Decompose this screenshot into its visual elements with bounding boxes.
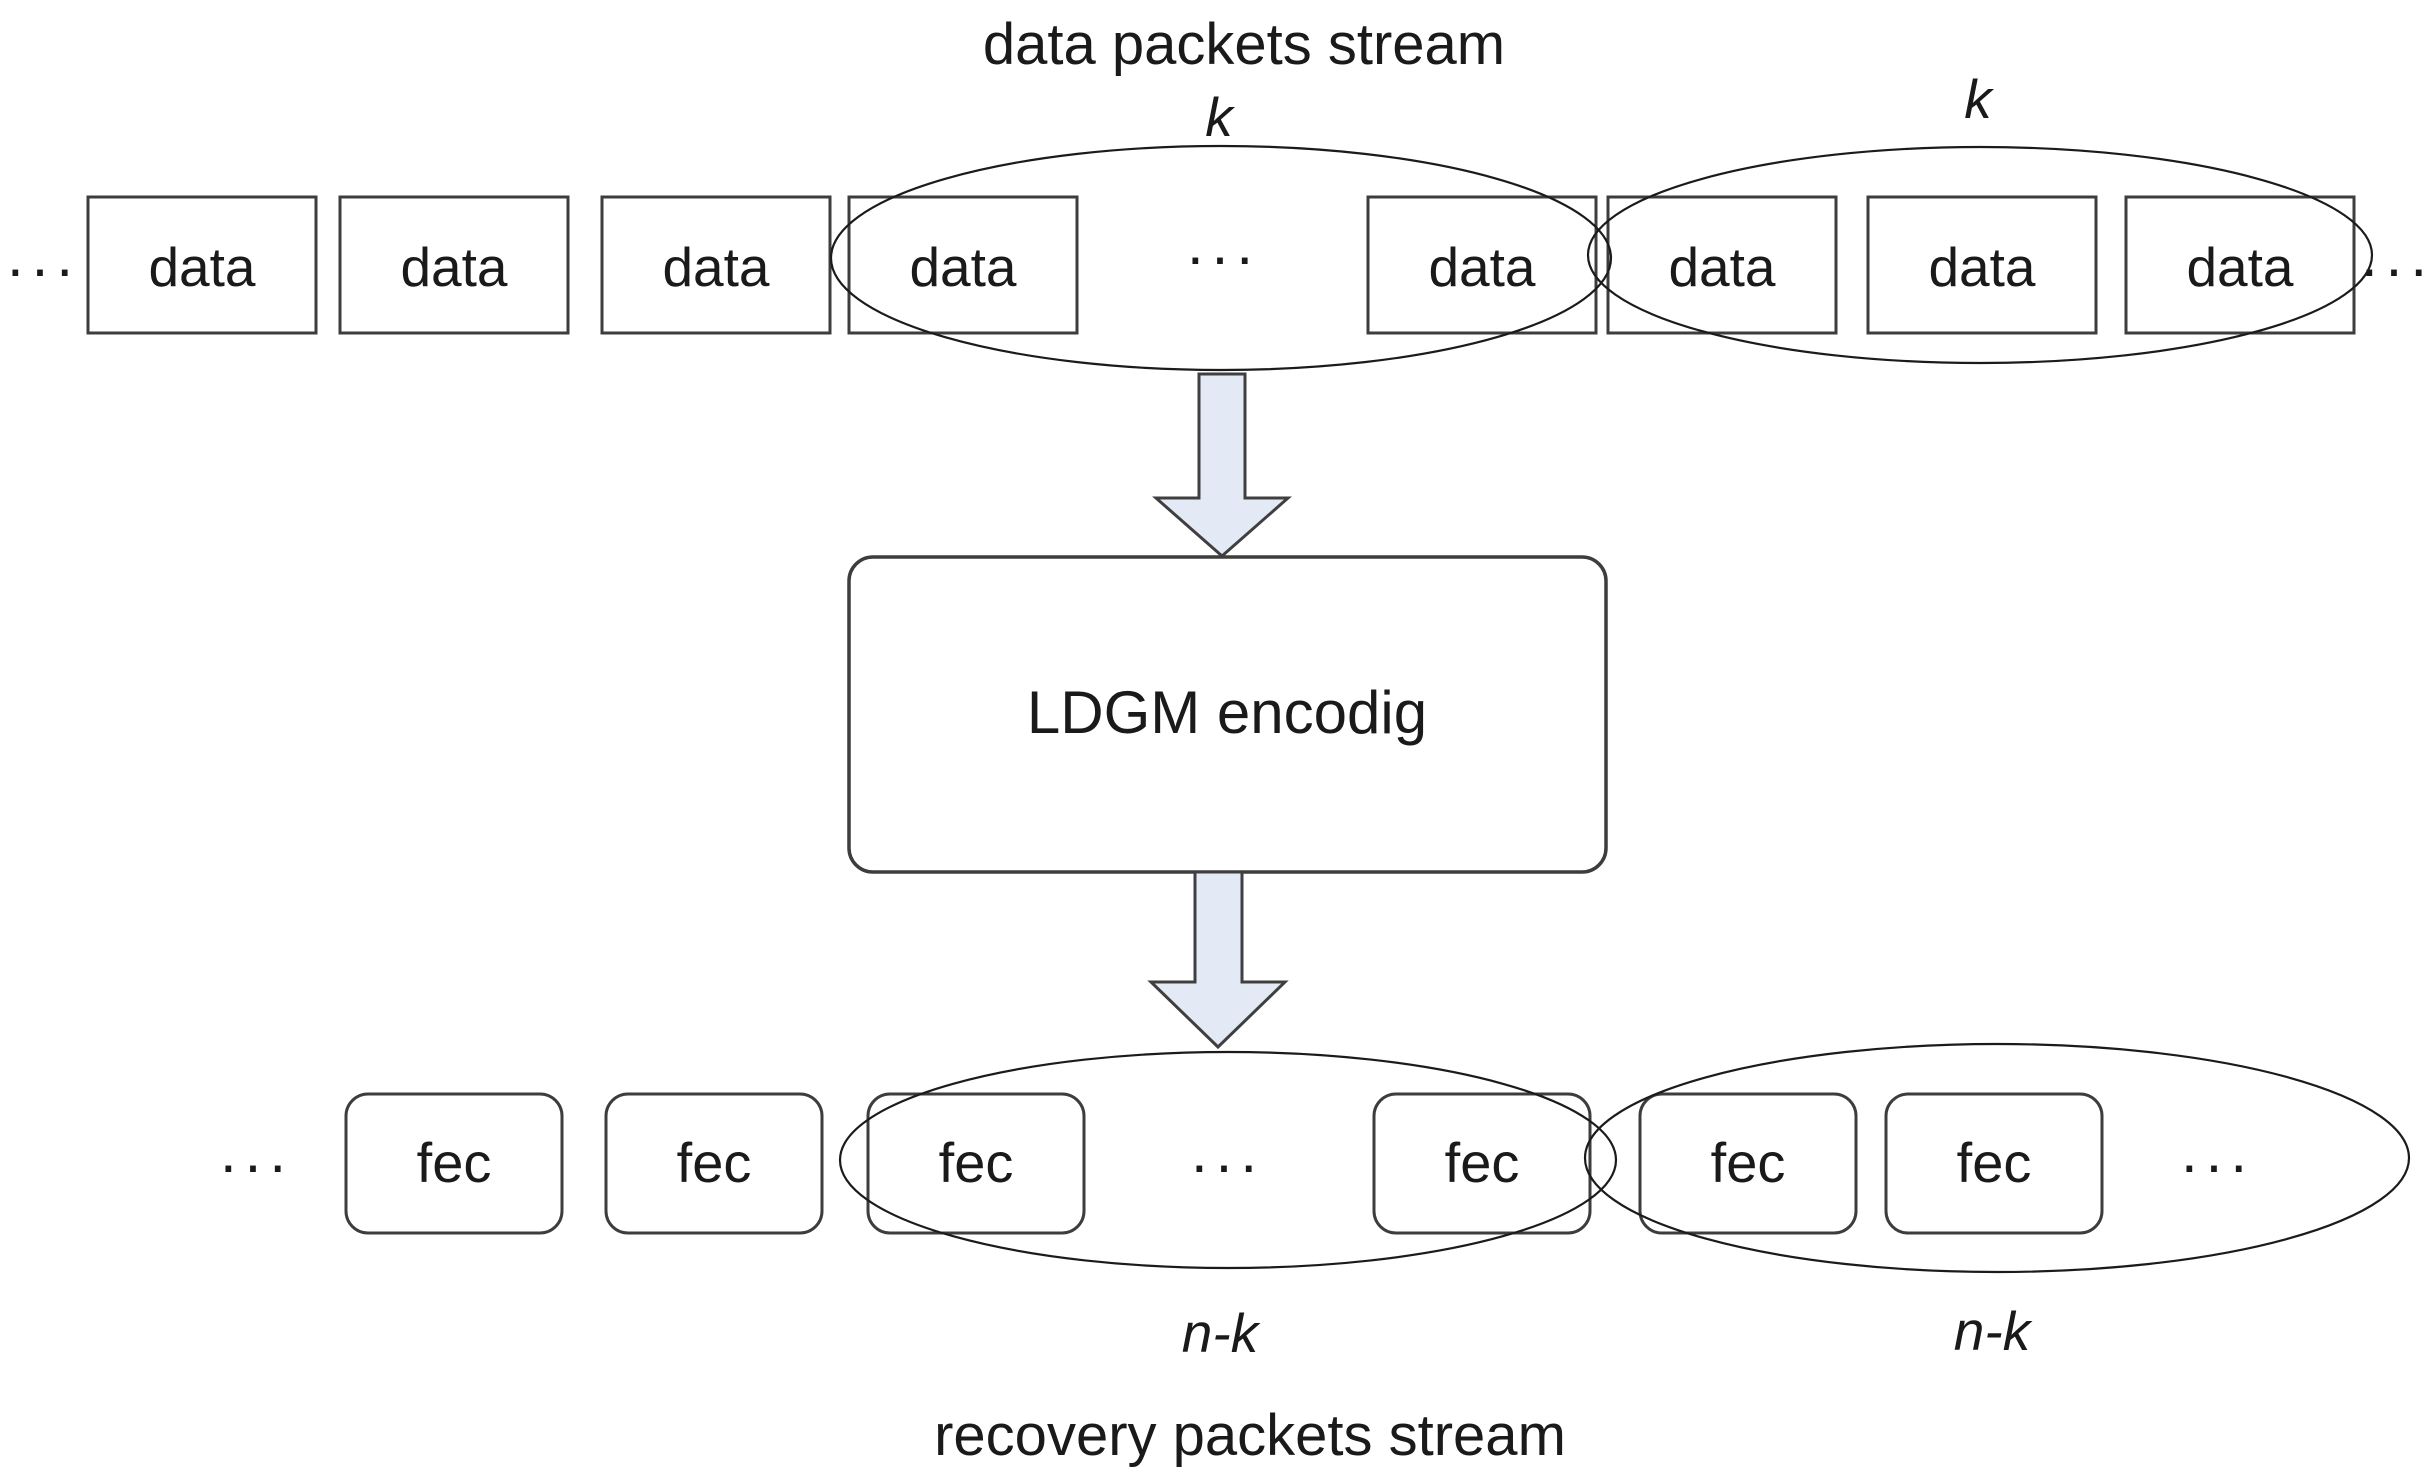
data-packet-row: data data data data data data data data … [7,195,2427,335]
data-packet-box [338,195,570,335]
fec-packet-label: fec [939,1131,1014,1194]
fec-packet-box [1638,1092,1858,1235]
data-packet-label: data [1928,236,2035,298]
fec-packet-box [866,1092,1086,1235]
data-packet-label: data [1428,236,1535,298]
data-packet-label: data [2186,236,2293,298]
fec-packet-label: fec [1957,1131,2032,1194]
fec-packet-label: fec [677,1131,752,1194]
nk-label-left: n-k [1182,1302,1261,1364]
ellipsis-top-middle: ... [1187,210,1261,277]
fec-packet-box [344,1092,564,1235]
fec-packet-box [1884,1092,2104,1235]
data-packet-box [1366,195,1598,335]
fec-packet-label: fec [1711,1131,1786,1194]
fec-packet-box [1372,1092,1592,1235]
fec-packet-label: fec [1445,1131,1520,1194]
data-stream-title: data packets stream [983,12,1505,77]
data-packet-label: data [400,236,507,298]
k-label-right: k [1964,68,1994,130]
data-packet-box [1606,195,1838,335]
ldgm-encoder-label: LDGM encodig [1027,679,1427,746]
ellipsis-bottom-left: ... [220,1118,294,1185]
nk-group-ellipse-right [1583,1042,2411,1274]
data-packet-box [1866,195,2098,335]
ellipsis-top-left: ... [7,222,81,289]
data-packet-label: data [909,236,1016,298]
ellipsis-bottom-right: ... [2181,1118,2255,1185]
data-packet-box [86,195,318,335]
data-packet-label: data [662,236,769,298]
recovery-stream-title: recovery packets stream [934,1403,1566,1468]
data-packet-label: data [1668,236,1775,298]
data-packet-box [847,195,1079,335]
ellipsis-bottom-middle: ... [1191,1118,1265,1185]
fec-packet-row: fec fec fec fec fec fec ... ... ... [220,1092,2255,1235]
encode-output-arrow [1147,870,1289,1050]
encode-input-arrow [1152,372,1292,558]
k-label-left: k [1205,86,1235,148]
k-group-ellipse-left [829,144,1613,372]
nk-group-ellipse-left [838,1050,1618,1270]
data-packet-box [600,195,832,335]
k-group-ellipse-right [1586,145,2374,365]
fec-packet-box [604,1092,824,1235]
fec-packet-label: fec [417,1131,492,1194]
nk-label-right: n-k [1954,1300,2033,1362]
data-packet-label: data [148,236,255,298]
